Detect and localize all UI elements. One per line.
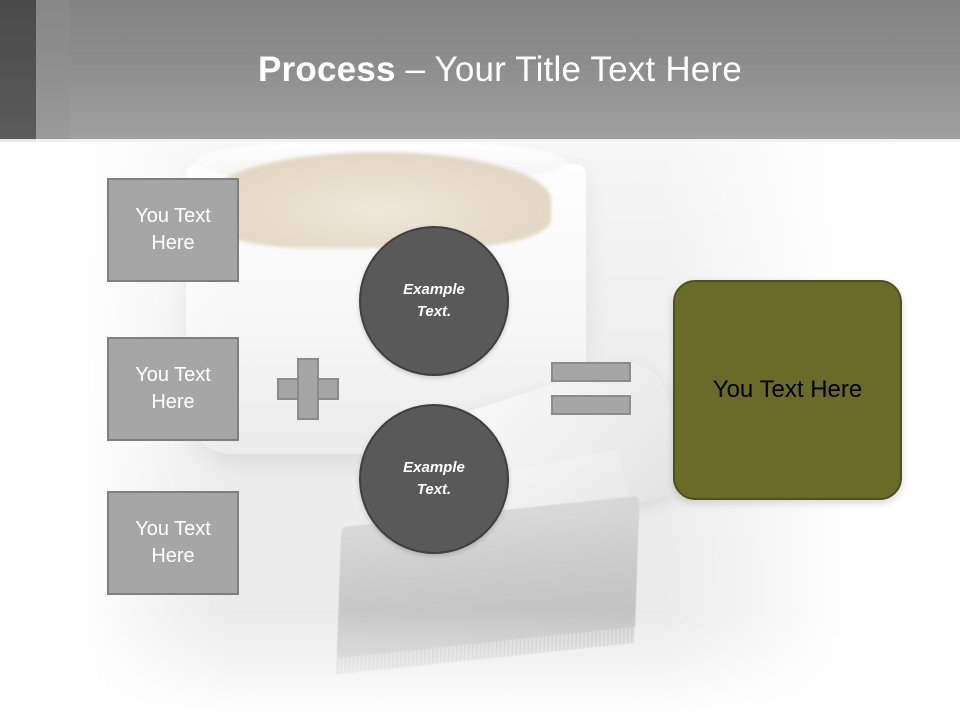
- input-box-1[interactable]: You Text Here: [107, 178, 239, 282]
- result-box-label: You Text Here: [712, 376, 863, 403]
- example-circle-1[interactable]: Example Text.: [359, 226, 509, 376]
- page-title-bold: Process: [258, 50, 396, 89]
- header-underline: [0, 139, 960, 143]
- bowl-contents-shape: [206, 152, 551, 248]
- header-band: Process – Your Title Text Here: [0, 0, 960, 143]
- equals-icon-top-bar: [551, 362, 631, 382]
- example-circle-2-label: Example Text.: [403, 459, 465, 498]
- plus-icon: [277, 358, 339, 420]
- input-box-3-label: You Text Here: [135, 518, 211, 567]
- input-box-3[interactable]: You Text Here: [107, 491, 239, 595]
- example-circle-1-label: Example Text.: [403, 281, 465, 320]
- equals-icon-bottom-bar: [551, 395, 631, 415]
- example-circle-2[interactable]: Example Text.: [359, 404, 509, 554]
- header-accent-bar: [0, 0, 36, 142]
- plus-icon-vertical: [297, 358, 319, 420]
- input-box-2[interactable]: You Text Here: [107, 337, 239, 441]
- page-title: Process – Your Title Text Here: [70, 48, 930, 92]
- header-accent-gap: [36, 0, 70, 142]
- input-box-1-label: You Text Here: [135, 205, 211, 254]
- input-box-2-label: You Text Here: [135, 364, 211, 413]
- photo-fade-bottom: [0, 610, 960, 720]
- result-box[interactable]: You Text Here: [673, 280, 902, 500]
- equals-icon: [551, 362, 631, 416]
- page-title-rest: – Your Title Text Here: [395, 50, 742, 89]
